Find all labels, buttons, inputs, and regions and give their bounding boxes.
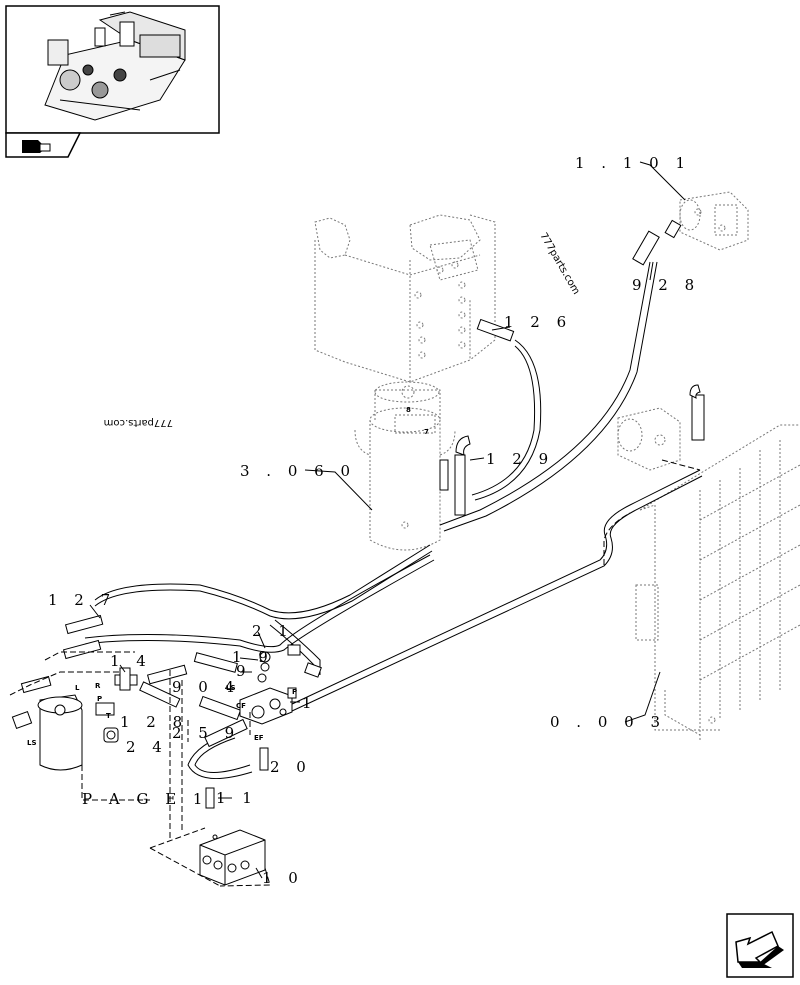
hose-126[interactable]: [471, 318, 542, 501]
next-page-button[interactable]: [726, 913, 794, 978]
port-label-8: 8: [406, 406, 411, 414]
control-valve-block[interactable]: [239, 687, 297, 725]
hydraulic-pump[interactable]: [617, 407, 681, 471]
port-label-ls-valve: LS: [226, 684, 236, 692]
watermark-upside-down: 777parts.com: [104, 417, 173, 428]
hose-259[interactable]: [187, 718, 253, 780]
next-page-arrow-icon: [735, 930, 784, 968]
port-label-cf: CF: [236, 702, 246, 710]
port-label-l: L: [75, 684, 80, 692]
callout-928: 9 2 8: [632, 276, 700, 294]
callout-9-upper: 9: [236, 662, 252, 680]
grouping-frames: [9, 459, 701, 887]
callout-10: 1 0: [262, 869, 304, 887]
ghost-bolt-grid: [414, 261, 466, 359]
callout-1: 1: [302, 694, 318, 712]
callout-19: 1 9: [232, 648, 274, 666]
callout-3060: 3 . 0 6 0: [240, 462, 356, 480]
hydraulic-motor-1101[interactable]: [679, 191, 749, 251]
callout-labels: 1 . 1 0 1 9 2 8 1 2 6 1 2 9 3 . 0 6 0 1 …: [48, 154, 700, 887]
hydraulic-filter[interactable]: [11, 694, 83, 771]
ghost-machine-housing: [314, 214, 496, 383]
radiator-grid: [699, 440, 800, 720]
callout-126: 1 2 6: [504, 313, 572, 331]
radiator-cooler-0003[interactable]: [635, 424, 800, 740]
callout-1101: 1 . 1 0 1: [575, 154, 691, 172]
callout-21: 2 1: [252, 622, 294, 640]
port-label-ls-filter: LS: [27, 739, 37, 747]
hose-to-radiator[interactable]: [289, 384, 705, 712]
previous-page-hand-icon[interactable]: [22, 140, 51, 153]
callout-129: 1 2 9: [486, 450, 554, 468]
callout-127: 1 2 7: [48, 591, 116, 609]
callout-20: 2 0: [270, 758, 312, 776]
central-cylinder-3060[interactable]: [354, 381, 456, 551]
fittings-cluster[interactable]: [20, 614, 322, 809]
hose-129[interactable]: [439, 435, 471, 516]
port-label-p-valve: P: [292, 688, 297, 696]
machine-overview-icon: [44, 11, 186, 121]
callout-259: 2 5 9: [172, 724, 240, 742]
port-label-t: T: [106, 712, 111, 720]
callout-14: 1 4: [110, 652, 152, 670]
page-reference-link: P A G E 1: [82, 790, 208, 808]
manifold-block-10[interactable]: [199, 829, 266, 886]
port-labels: LS LS CF EF P P R L T 7 8: [27, 406, 429, 747]
port-label-ef: EF: [254, 734, 264, 742]
leader-lines: [89, 161, 686, 879]
port-label-p-filter: P: [97, 695, 102, 703]
hose-928[interactable]: [439, 219, 682, 532]
port-label-r: R: [95, 682, 101, 690]
callout-24: 2 4: [126, 738, 168, 756]
port-label-7: 7: [424, 428, 429, 436]
callout-11: 1 1: [216, 789, 258, 807]
overview-thumbnail[interactable]: [5, 5, 220, 158]
callout-128: 1 2 8: [120, 713, 188, 731]
watermark-rotated: 777parts.com: [537, 231, 581, 297]
callout-0003: 0 . 0 0 3: [550, 713, 666, 731]
callout-904: 9 0 4: [172, 678, 240, 696]
